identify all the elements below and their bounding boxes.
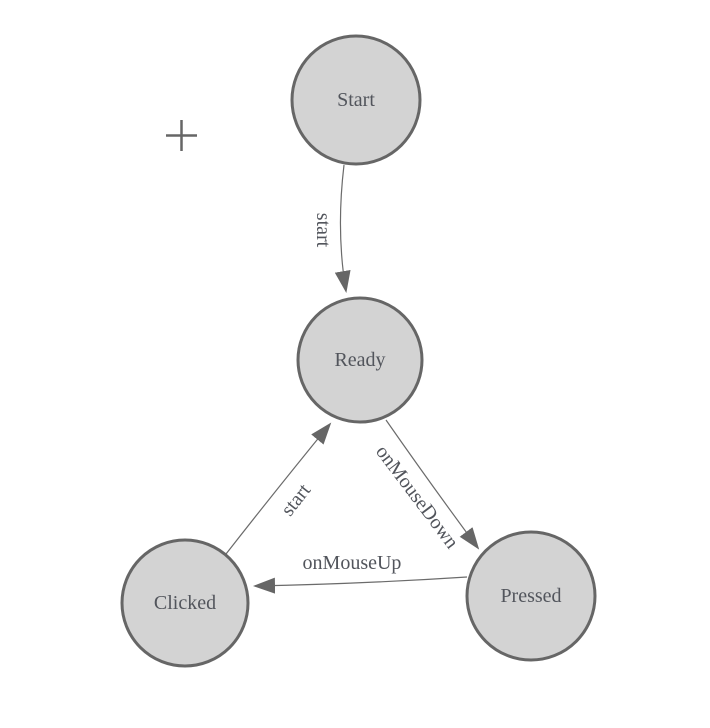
transition-label-ready-to-pressed: onMouseDown <box>371 441 463 553</box>
state-label-ready: Ready <box>334 349 385 371</box>
state-node-pressed[interactable]: Pressed <box>465 530 597 662</box>
state-circle-clicked[interactable] <box>120 538 250 668</box>
state-circle-ready[interactable] <box>296 296 424 424</box>
transition-edge-pressed-to-clicked[interactable] <box>253 576 468 594</box>
state-node-start[interactable]: Start <box>290 34 422 166</box>
state-circle-start[interactable] <box>290 34 422 166</box>
transition-label-clicked-to-ready: start <box>277 479 316 520</box>
transition-edge-clicked-to-ready[interactable] <box>225 422 332 555</box>
state-circle-pressed[interactable] <box>465 530 597 662</box>
state-label-start: Start <box>337 89 375 111</box>
state-node-ready[interactable]: Ready <box>296 296 424 424</box>
state-node-clicked[interactable]: Clicked <box>120 538 250 668</box>
transition-label-start-to-ready: start <box>312 213 334 248</box>
transition-label-pressed-to-clicked: onMouseUp <box>303 552 402 574</box>
transition-edge-ready-to-pressed[interactable] <box>385 419 480 550</box>
transition-edge-start-to-ready[interactable] <box>334 164 351 293</box>
state-label-clicked: Clicked <box>154 592 216 614</box>
crosshair-layer <box>166 120 197 151</box>
state-label-pressed: Pressed <box>500 585 561 607</box>
